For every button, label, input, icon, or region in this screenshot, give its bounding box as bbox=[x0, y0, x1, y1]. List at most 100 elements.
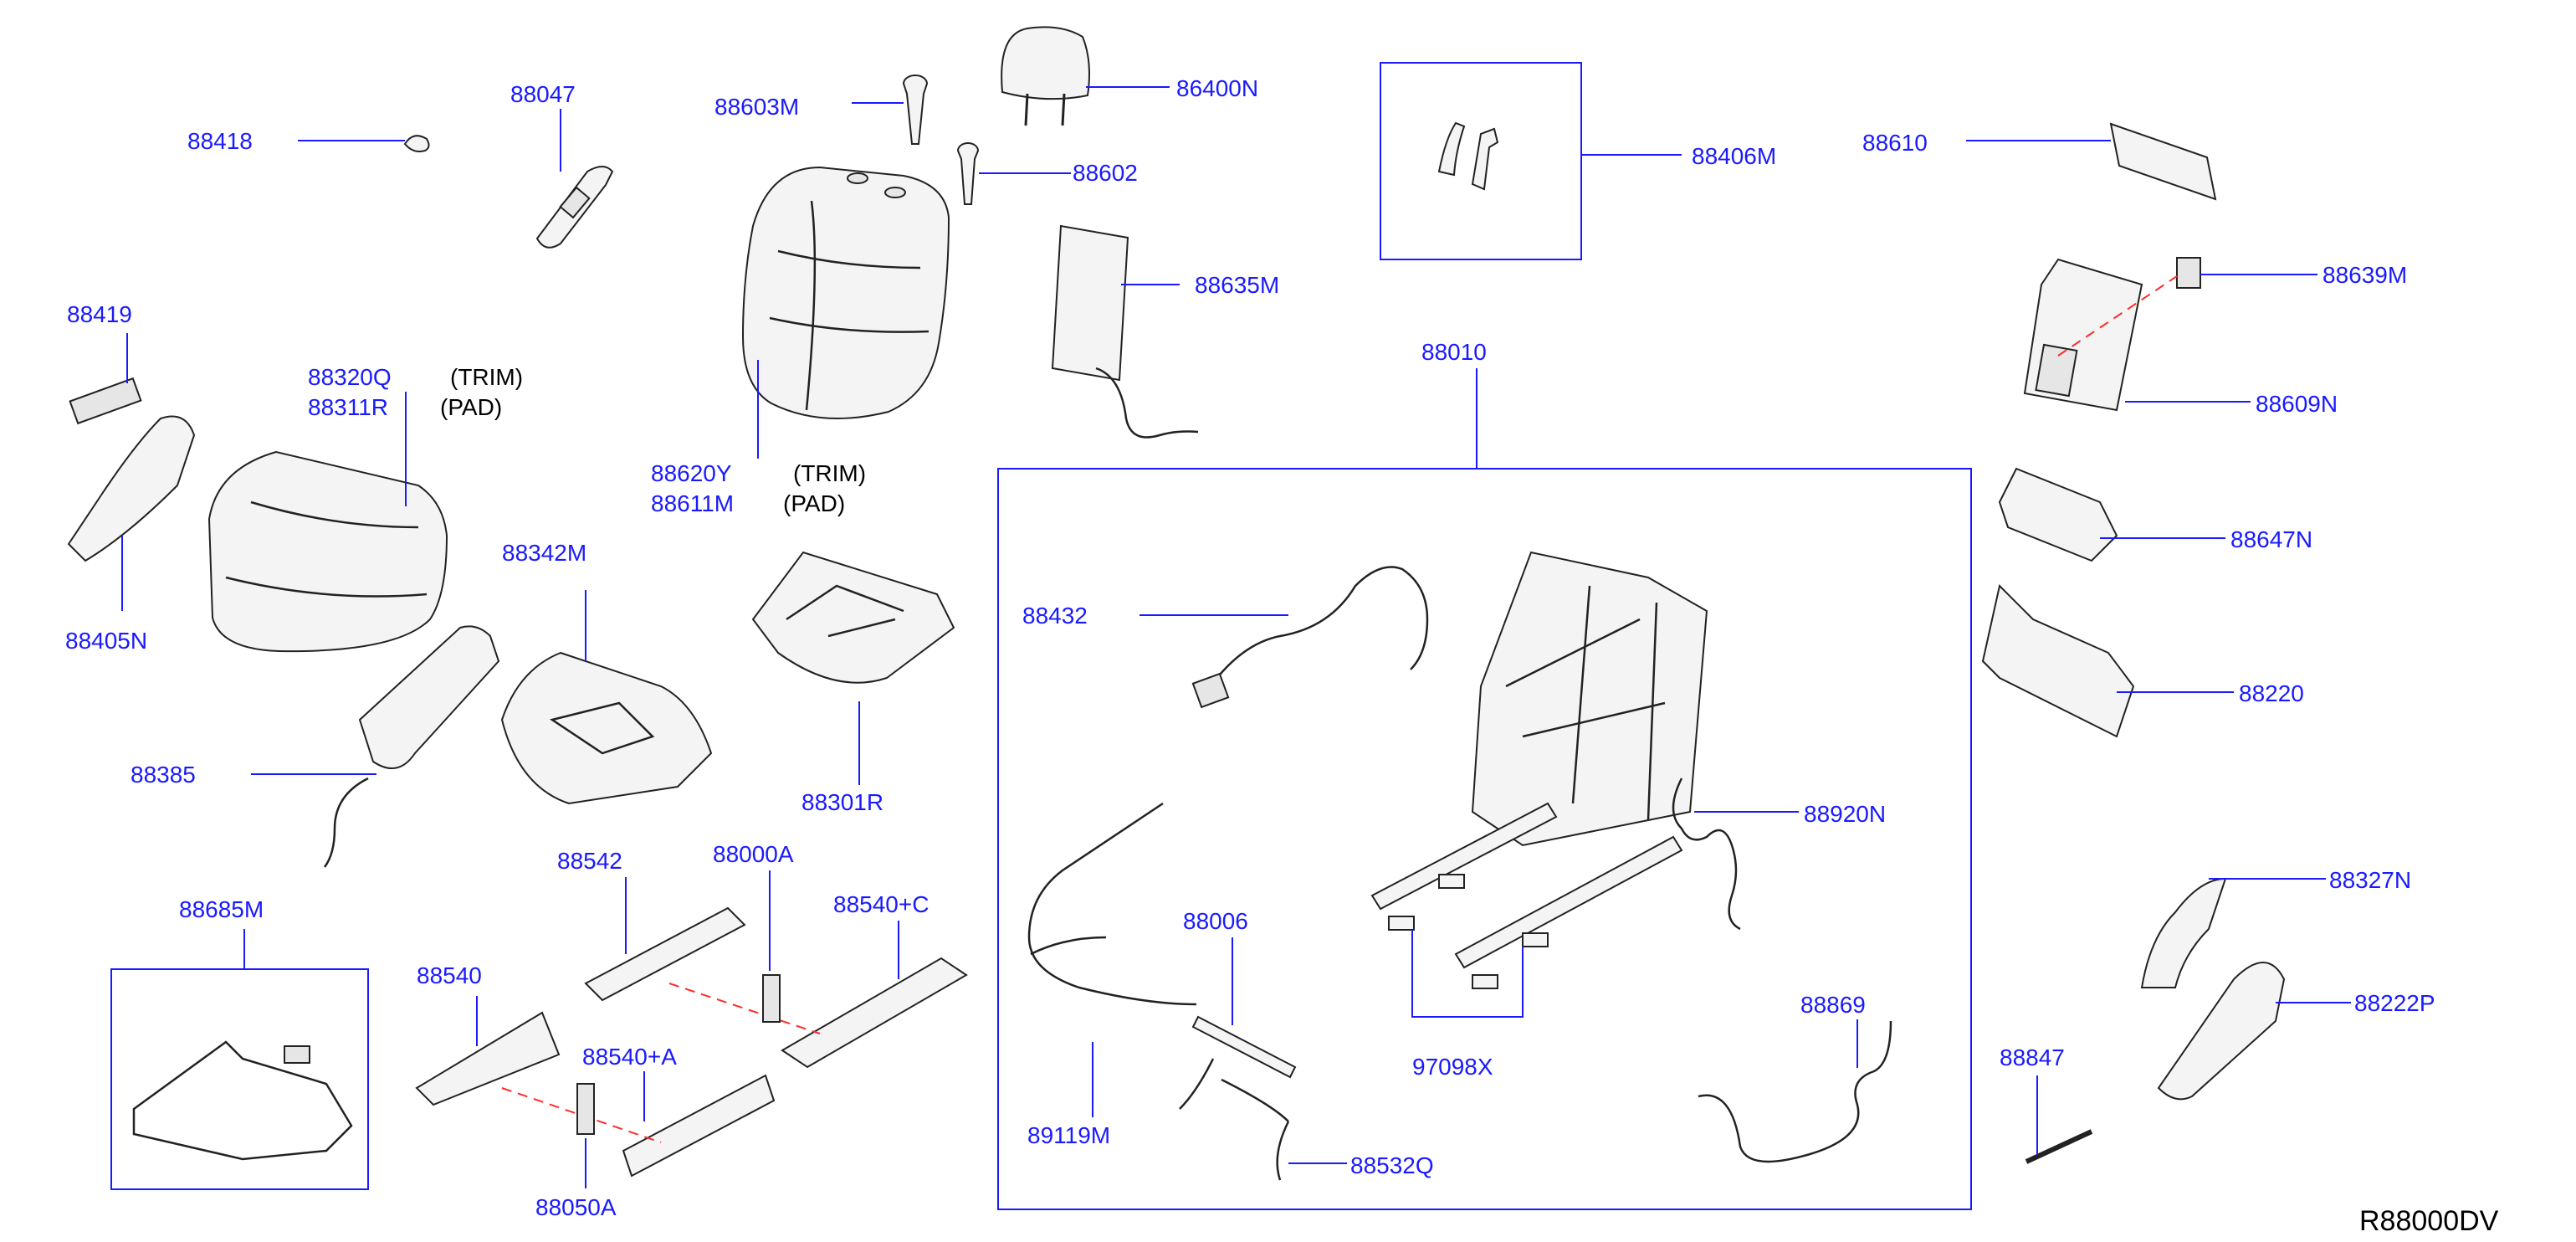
part-88320q-seam bbox=[225, 500, 428, 598]
label-88000a: 88000A bbox=[713, 841, 794, 867]
part-88685m-wire-frame bbox=[132, 1040, 353, 1161]
label-88006: 88006 bbox=[1183, 908, 1248, 934]
label-88320q: 88320Q bbox=[308, 364, 392, 390]
label-88685m: 88685M bbox=[179, 896, 264, 922]
part-97098x-bracket-2 bbox=[1438, 874, 1465, 889]
label-88222p: 88222P bbox=[2354, 990, 2435, 1016]
part-88540-finisher bbox=[415, 1011, 561, 1106]
label-88540: 88540 bbox=[417, 962, 482, 988]
part-88000a-bolt bbox=[762, 974, 781, 1023]
label-88609n: 88609N bbox=[2256, 391, 2338, 417]
label-88610: 88610 bbox=[1862, 130, 1928, 156]
label-88540a: 88540+A bbox=[582, 1044, 677, 1070]
part-88419-switch bbox=[69, 377, 142, 425]
part-88010-rail-1 bbox=[1370, 802, 1558, 911]
label-88542: 88542 bbox=[557, 848, 622, 874]
part-88647n-cover bbox=[1998, 467, 2118, 562]
part-86400n-stay-1 bbox=[1024, 93, 1029, 126]
part-88603m-guide bbox=[902, 74, 929, 145]
part-88327n-trim bbox=[2140, 877, 2227, 988]
part-88540a-finisher bbox=[622, 1074, 776, 1178]
label-88385: 88385 bbox=[131, 762, 196, 788]
part-88635m-wire bbox=[1095, 367, 1199, 439]
part-88620y-seam bbox=[769, 200, 930, 411]
note-88620y-trim: (TRIM) bbox=[793, 460, 866, 486]
box-88406m bbox=[1380, 62, 1582, 260]
part-88532q-clip-wire bbox=[1179, 1058, 1290, 1181]
part-88385-wire bbox=[323, 777, 369, 868]
part-88010-rail-2 bbox=[1454, 835, 1683, 969]
label-88406m: 88406M bbox=[1692, 143, 1776, 169]
dash-88542-88540c bbox=[668, 983, 821, 1034]
part-88342m-detail bbox=[549, 701, 655, 755]
label-88311r: 88311R bbox=[308, 394, 388, 420]
part-88920n-harness bbox=[1672, 778, 1741, 931]
label-88050a: 88050A bbox=[535, 1194, 617, 1220]
part-88432-connector bbox=[1191, 672, 1230, 709]
part-88620y-seat-back bbox=[741, 166, 950, 419]
part-88050a-bolt bbox=[576, 1083, 595, 1135]
label-89119m: 89119M bbox=[1027, 1122, 1110, 1148]
label-88532q: 88532Q bbox=[1350, 1152, 1434, 1178]
label-88432: 88432 bbox=[1022, 603, 1088, 629]
part-88406m-bracket-1 bbox=[1437, 121, 1466, 177]
label-88220: 88220 bbox=[2239, 680, 2304, 706]
label-88603m: 88603M bbox=[714, 94, 799, 120]
part-88406m-bracket-2 bbox=[1471, 127, 1499, 191]
part-88432-harness bbox=[1203, 566, 1429, 695]
label-88639m: 88639M bbox=[2322, 262, 2407, 288]
part-88342m-cushion-frame bbox=[500, 651, 713, 805]
label-97098x: 97098X bbox=[1412, 1054, 1493, 1080]
part-97098x-bracket-1 bbox=[1388, 916, 1415, 931]
note-88611m-pad: (PAD) bbox=[783, 490, 845, 516]
part-88047-switch bbox=[559, 186, 591, 219]
part-88542-finisher bbox=[584, 906, 746, 1002]
part-88222p-side-cover bbox=[2157, 962, 2286, 1101]
box-88010-frame-assembly bbox=[997, 468, 1972, 1210]
label-88327n: 88327N bbox=[2329, 867, 2411, 893]
note-88320q-trim: (TRIM) bbox=[450, 364, 523, 390]
label-88602: 88602 bbox=[1073, 160, 1138, 186]
label-88540c: 88540+C bbox=[833, 891, 929, 917]
label-88611m: 88611M bbox=[651, 490, 734, 516]
part-88685m-connector bbox=[284, 1045, 310, 1064]
box-88685m bbox=[110, 968, 369, 1190]
part-88620y-guide-hole-2 bbox=[884, 187, 906, 198]
part-88010-frame-detail bbox=[1505, 585, 1666, 821]
label-88419: 88419 bbox=[67, 301, 132, 327]
label-88047: 88047 bbox=[510, 81, 576, 107]
label-86400n: 86400N bbox=[1176, 75, 1258, 101]
part-88301r-seat-frame bbox=[751, 551, 955, 684]
part-88405n-side-cover bbox=[67, 415, 196, 562]
label-88418: 88418 bbox=[187, 128, 253, 154]
part-88869-cable bbox=[1698, 1020, 1892, 1163]
label-88920n: 88920N bbox=[1804, 801, 1886, 827]
part-88847-rod bbox=[2025, 1129, 2093, 1164]
part-88610-panel bbox=[2109, 122, 2217, 201]
label-88010: 88010 bbox=[1421, 339, 1487, 365]
label-88847: 88847 bbox=[2000, 1044, 2065, 1070]
dash-88639m bbox=[2057, 275, 2178, 357]
part-97098x-bracket-3 bbox=[1472, 974, 1498, 989]
part-88620y-guide-hole-1 bbox=[847, 172, 868, 184]
part-97098x-bracket-4 bbox=[1522, 932, 1549, 947]
part-88010-seat-frame bbox=[1471, 551, 1708, 847]
part-88639m-switch bbox=[2176, 257, 2201, 289]
part-88006-rail-trim bbox=[1191, 1015, 1297, 1079]
part-88220-recliner bbox=[1981, 584, 2135, 738]
leader-97098x bbox=[1411, 930, 1524, 1018]
part-88301r-detail bbox=[786, 584, 904, 638]
part-89119m-cable bbox=[1027, 802, 1197, 1006]
label-88620y: 88620Y bbox=[651, 460, 732, 486]
label-88647n: 88647N bbox=[2230, 526, 2312, 552]
label-88301r: 88301R bbox=[801, 789, 883, 815]
label-88635m: 88635M bbox=[1195, 272, 1279, 298]
label-88342m: 88342M bbox=[502, 540, 586, 566]
part-88540c-finisher bbox=[781, 957, 968, 1069]
part-88609n-window bbox=[2035, 343, 2078, 398]
label-88869: 88869 bbox=[1800, 992, 1866, 1018]
part-88602-guide bbox=[956, 142, 980, 205]
note-88311r-pad: (PAD) bbox=[440, 394, 502, 420]
part-88385-heater-pad bbox=[358, 625, 500, 769]
